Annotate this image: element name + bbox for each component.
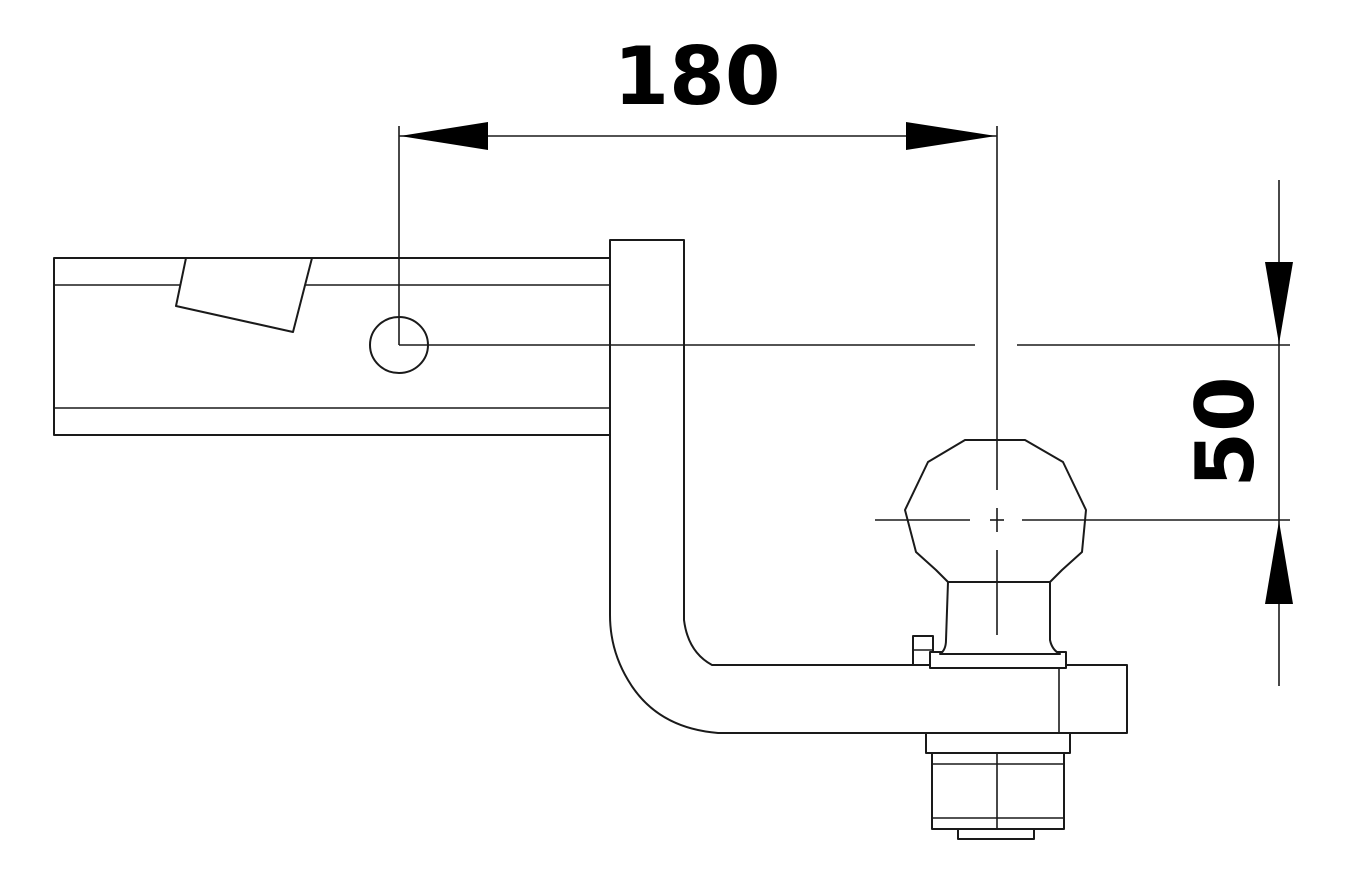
- horizontal-dimension-label: 180: [614, 30, 781, 123]
- vertical-dimension-arrow-bottom: [1265, 521, 1293, 604]
- vertical-dimension-label: 50: [1179, 376, 1272, 487]
- horizontal-dimension-arrow-right: [906, 122, 996, 150]
- tow-ball: [904, 439, 1087, 669]
- tow-ball-head: [904, 439, 1087, 583]
- mounting-bar-body: [53, 257, 611, 436]
- tow-ball-neck: [939, 581, 1061, 655]
- vertical-dimension-arrow-top: [1265, 262, 1293, 344]
- hitch-arm: [609, 239, 1128, 734]
- mounting-bar: [53, 257, 611, 436]
- mounting-bar-notch: [175, 257, 313, 333]
- locking-pin: [912, 635, 934, 666]
- horizontal-dimension-arrow-left: [400, 122, 488, 150]
- bolt-end: [957, 828, 1035, 840]
- nut-assembly: [925, 732, 1071, 840]
- horizontal-dimension: 180: [398, 30, 998, 440]
- washer: [925, 732, 1071, 754]
- vertical-dimension: 50: [1179, 180, 1293, 686]
